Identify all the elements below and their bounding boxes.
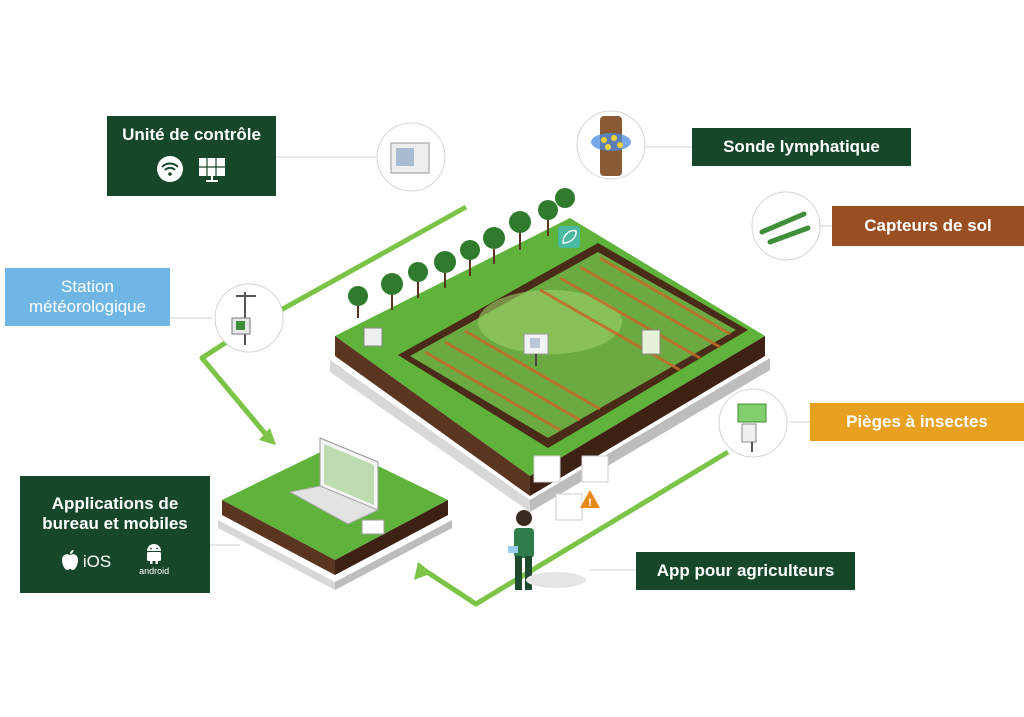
soil-sensors-label: Capteurs de sol <box>832 206 1024 246</box>
weather-station-label: Station météorologique <box>5 268 170 326</box>
farm-platform <box>330 188 770 512</box>
sap-probe-label: Sonde lymphatique <box>692 128 911 166</box>
control-unit-title: Unité de contrôle <box>122 124 261 144</box>
flow-arrow <box>199 204 730 607</box>
platform-icons: iOS android <box>61 542 169 576</box>
insect-trap-device <box>718 388 788 458</box>
soil-sensors-device <box>751 191 821 261</box>
weather-station-title-line1: Station <box>61 277 114 296</box>
laptop-platform <box>218 437 452 590</box>
weather-station-title-line2: météorologique <box>28 297 147 316</box>
android-badge: android <box>139 542 169 576</box>
ios-text: iOS <box>82 552 112 571</box>
soil-sensors-title: Capteurs de sol <box>864 216 992 235</box>
ios-badge: iOS <box>61 549 111 576</box>
svg-text:!: ! <box>588 497 592 509</box>
android-icon <box>144 542 164 566</box>
insect-traps-title: Pièges à insectes <box>846 412 988 431</box>
farmer-app-label: App pour agriculteurs <box>636 552 855 590</box>
sap-probe-device <box>576 110 646 180</box>
farmer-figure <box>508 510 586 590</box>
sap-probe-title: Sonde lymphatique <box>723 137 880 156</box>
warning-icon: ! <box>580 490 600 509</box>
apple-icon <box>61 549 79 576</box>
farmer-app-title: App pour agriculteurs <box>656 561 835 580</box>
android-text: android <box>139 565 170 576</box>
status-cards <box>533 455 609 521</box>
control-unit-device <box>376 122 446 192</box>
control-unit-icons <box>156 155 228 188</box>
weather-station-device <box>214 283 284 353</box>
insect-traps-label: Pièges à insectes <box>810 403 1024 441</box>
connector-lines <box>170 146 832 571</box>
wifi-icon <box>156 155 184 188</box>
solar-panel-icon <box>196 155 228 188</box>
apps-title-line2: bureau et mobiles <box>42 513 188 533</box>
control-unit-label: Unité de contrôle <box>107 116 276 196</box>
apps-label: Applications de bureau et mobiles iOS an… <box>20 476 210 593</box>
apps-title-line1: Applications de <box>51 493 179 513</box>
leaf-icon <box>558 226 580 248</box>
